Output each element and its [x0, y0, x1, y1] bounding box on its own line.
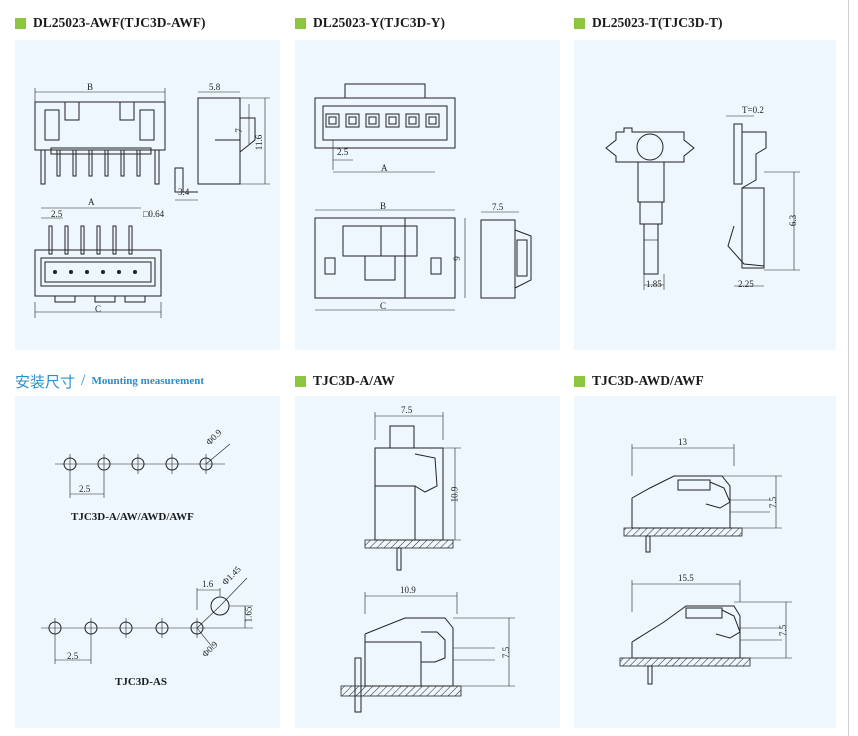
dim-5-8: 5.8 [209, 82, 221, 92]
drawing-panel-aaw: 7.5 10.9 10.9 7.5 [295, 396, 560, 728]
dim-thickness: T=0.2 [742, 105, 764, 115]
dim-2-5: 2.5 [337, 147, 349, 157]
dim-7-5-a: 7.5 [768, 496, 779, 509]
dim-3-4: 3.4 [178, 187, 190, 197]
dim-b: B [87, 82, 94, 92]
dim-0-64: □0.64 [143, 209, 165, 219]
dim-c: C [380, 301, 387, 311]
dim-7-5-v: 7.5 [501, 646, 512, 659]
label-tjc3d-as: TJC3D-AS [115, 676, 167, 688]
page-edge-rule [848, 0, 849, 736]
dim-a: A [381, 163, 388, 173]
dim-2-5: 2.5 [51, 209, 63, 219]
dim-10-9-v: 10.9 [449, 486, 460, 503]
dim-pitch-2-5-b: 2.5 [67, 651, 79, 661]
dim-1-85: 1.85 [646, 279, 662, 289]
dim-7: 7 [233, 128, 244, 133]
label-tjc3d-a-aw-awd-awf: TJC3D-A/AW/AWD/AWF [71, 511, 194, 523]
heading-aaw: TJC3D-A/AW [295, 370, 395, 392]
square-bullet-icon [15, 17, 26, 29]
heading-awf-text: DL25023-AWF(TJC3D-AWF) [33, 15, 206, 30]
aaw-drawing [340, 412, 515, 713]
t-drawing [605, 115, 800, 290]
heading-y: DL25023-Y(TJC3D-Y) [295, 12, 445, 34]
dim-2-25: 2.25 [738, 279, 754, 289]
dim-a: A [88, 197, 95, 207]
dim-b: B [380, 201, 387, 211]
mount-drawing [41, 443, 253, 664]
heading-t-text: DL25023-T(TJC3D-T) [592, 15, 723, 30]
dim-1-65: 1.65 [243, 606, 254, 623]
heading-y-text: DL25023-Y(TJC3D-Y) [313, 15, 445, 30]
awdawf-drawing [619, 444, 792, 685]
dim-9: 9 [451, 256, 462, 261]
dim-c: C [95, 304, 102, 314]
dim-1-6: 1.6 [202, 579, 214, 589]
drawing-panel-y: 2.5 A B 7.5 9 C [295, 40, 560, 350]
drawing-panel-awf: B 5.8 7 11.6 3.4 A 2.5 □0.64 C [15, 40, 280, 350]
dim-13: 13 [678, 437, 687, 447]
dim-10-9-h: 10.9 [400, 585, 416, 595]
dim-11-6: 11.6 [254, 134, 265, 151]
drawing-panel-awdawf: 13 7.5 15.5 7.5 [574, 396, 836, 728]
dim-7-5-b: 7.5 [778, 624, 789, 637]
heading-aaw-text: TJC3D-A/AW [313, 373, 395, 388]
square-bullet-icon [295, 375, 306, 387]
dim-6-3: 6.3 [788, 214, 799, 227]
heading-mount: 安装尺寸 / Mounting measurement [15, 370, 204, 392]
square-bullet-icon [295, 17, 306, 29]
dim-pitch-2-5-a: 2.5 [79, 484, 91, 494]
awf-drawing [34, 88, 270, 318]
heading-awdawf: TJC3D-AWD/AWF [574, 370, 704, 392]
heading-mount-separator: / [81, 372, 86, 389]
heading-mount-cn: 安装尺寸 [15, 374, 76, 391]
y-drawing [314, 83, 532, 311]
drawing-panel-t: T=0.2 6.3 1.85 2.25 [574, 40, 836, 350]
dim-7-5: 7.5 [492, 202, 504, 212]
drawing-panel-mount: Φ0.9 2.5 TJC3D-A/AW/AWD/AWF 1.6 Φ1.45 1.… [15, 396, 280, 728]
dim-7-5: 7.5 [401, 405, 413, 415]
heading-t: DL25023-T(TJC3D-T) [574, 12, 723, 34]
square-bullet-icon [574, 375, 585, 387]
square-bullet-icon [574, 17, 585, 29]
dim-15-5: 15.5 [678, 573, 694, 583]
heading-mount-en: Mounting measurement [91, 375, 205, 387]
heading-awf: DL25023-AWF(TJC3D-AWF) [15, 12, 206, 34]
heading-awdawf-text: TJC3D-AWD/AWF [592, 373, 704, 388]
